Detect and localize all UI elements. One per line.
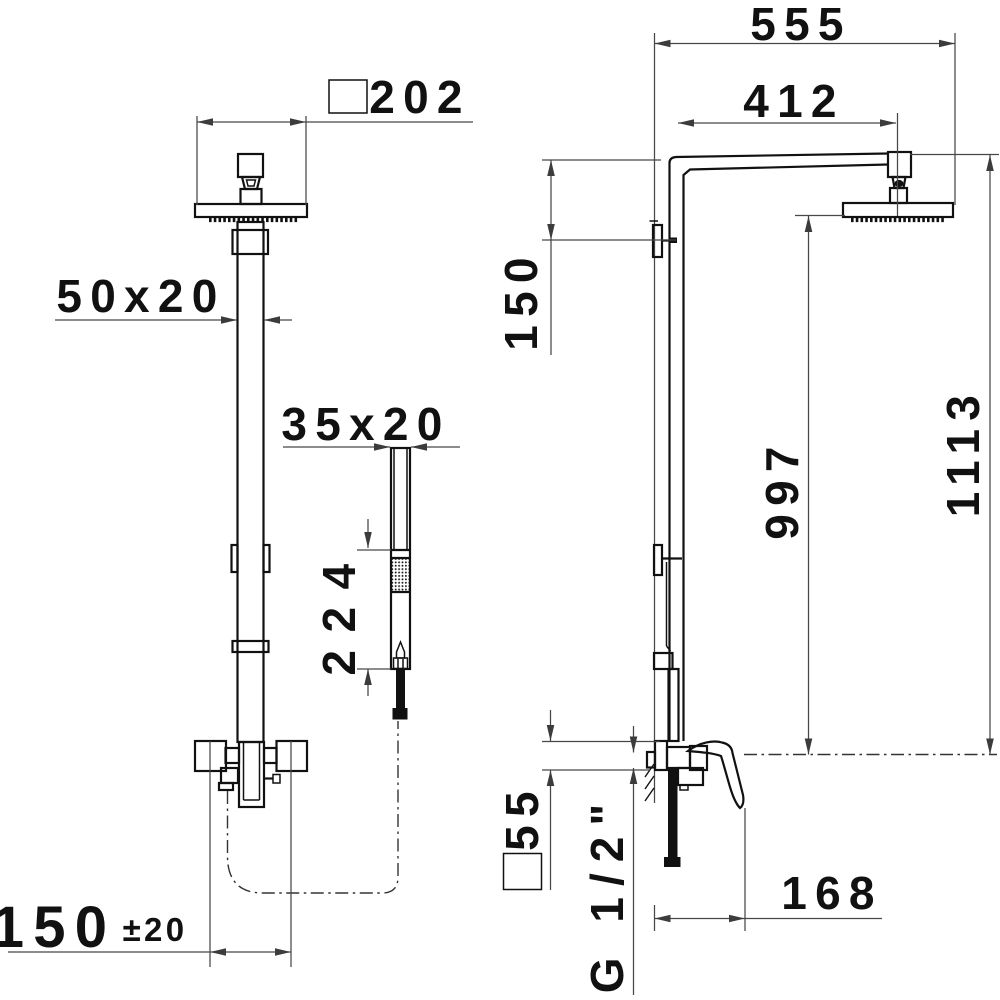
column-collar-front <box>231 228 270 256</box>
dim-head-above-valve-label: 997 <box>756 438 808 540</box>
shower-head-front <box>193 202 309 219</box>
head-connector-front <box>236 152 265 206</box>
dim-column-profile: 50x20 <box>55 270 292 324</box>
dim-head-width: 202 <box>196 71 473 205</box>
hose-path-centerline <box>226 721 399 894</box>
upper-wall-bracket <box>649 220 677 259</box>
dim-thread-size: G 1/2" <box>581 726 638 995</box>
joint-collar-side <box>888 186 909 205</box>
dim-spout-reach-label: 168 <box>781 867 883 919</box>
hose-outlet-nut <box>217 781 235 792</box>
hand-shower-grip <box>392 657 409 670</box>
dim-spout-reach: 168 <box>653 808 883 931</box>
dim-arm-reach-label: 412 <box>743 75 845 127</box>
ball-joint <box>240 175 262 191</box>
ball-joint-detail <box>245 179 257 187</box>
column-arm-outer-edge <box>668 152 889 741</box>
ball <box>894 179 904 188</box>
hose-end-side <box>664 857 681 867</box>
dim-inlet-spacing: 150 ±20 <box>0 741 292 967</box>
hand-shower-spray-face <box>392 558 409 592</box>
wall-bracket-right-ear <box>262 543 271 574</box>
dim-total-depth-label: 555 <box>750 0 852 50</box>
dim-flange-square: 55 <box>496 710 660 891</box>
head-connector-side <box>886 150 913 205</box>
dim-arm-reach: 412 <box>678 75 899 216</box>
dim-inlet-tolerance-label: ±20 <box>123 911 188 948</box>
dim-head-drop-label: 150 <box>495 249 547 351</box>
dim-handshower-length: 224 <box>313 519 391 696</box>
diverter-knob <box>272 773 281 784</box>
wall-bracket-left-ear <box>230 543 239 574</box>
dimensions-front: 202 50x20 35x20 224 <box>0 71 473 967</box>
right-inlet-escutcheon <box>275 739 309 773</box>
connector-block <box>236 152 265 179</box>
dim-handshower-profile-label: 35x20 <box>281 398 450 450</box>
square-section-symbol <box>328 79 368 114</box>
mixer-valve-side <box>645 739 745 810</box>
front-view <box>193 152 412 894</box>
dim-inlet-spacing-label: 150 <box>0 895 116 960</box>
column-front <box>236 220 265 744</box>
column-arm-inner-edge <box>682 163 889 741</box>
hand-shower-hose-front <box>396 669 405 709</box>
dim-flange-square-label: 55 <box>496 783 548 851</box>
joint-collar <box>239 187 263 206</box>
lower-wall-bracket <box>652 543 682 577</box>
left-inlet-stem <box>224 746 241 765</box>
dim-column-profile-label: 50x20 <box>56 270 225 322</box>
dim-head-width-label: 202 <box>369 71 471 123</box>
dim-total-height-label: 1113 <box>937 387 989 517</box>
hand-shower-nozzle <box>395 639 406 659</box>
dim-handshower-profile: 35x20 <box>281 398 460 451</box>
dim-thread-size-label: G 1/2" <box>581 793 633 994</box>
valve-body-side <box>665 745 692 770</box>
lever-handle <box>685 740 745 810</box>
dim-head-drop: 150 <box>495 159 676 355</box>
column-union-front <box>231 639 270 654</box>
square-section-symbol-flange <box>502 852 543 891</box>
lower-column-side <box>667 667 680 743</box>
hand-shower-hose-side <box>668 768 678 857</box>
mixer-valve-front <box>193 739 309 809</box>
valve-lower-step <box>679 784 689 791</box>
column-union-side <box>652 651 674 671</box>
hand-shower-front <box>389 446 412 671</box>
dimensions-side: 555 412 150 997 1 <box>495 0 999 995</box>
dim-handshower-length-label: 224 <box>313 546 365 675</box>
dim-head-above-valve: 997 <box>756 214 845 755</box>
g12-nipple <box>645 750 657 769</box>
right-inlet-stem <box>262 746 278 765</box>
hand-shower-hose-end <box>392 708 408 720</box>
arm-end-block <box>886 150 913 179</box>
dim-total-depth: 555 <box>654 0 956 205</box>
side-view <box>644 33 997 867</box>
valve-lower-block <box>676 766 705 787</box>
diverter-block-side <box>688 744 709 772</box>
dim-total-height: 1113 <box>910 153 999 755</box>
valve-flange-side <box>653 739 669 772</box>
